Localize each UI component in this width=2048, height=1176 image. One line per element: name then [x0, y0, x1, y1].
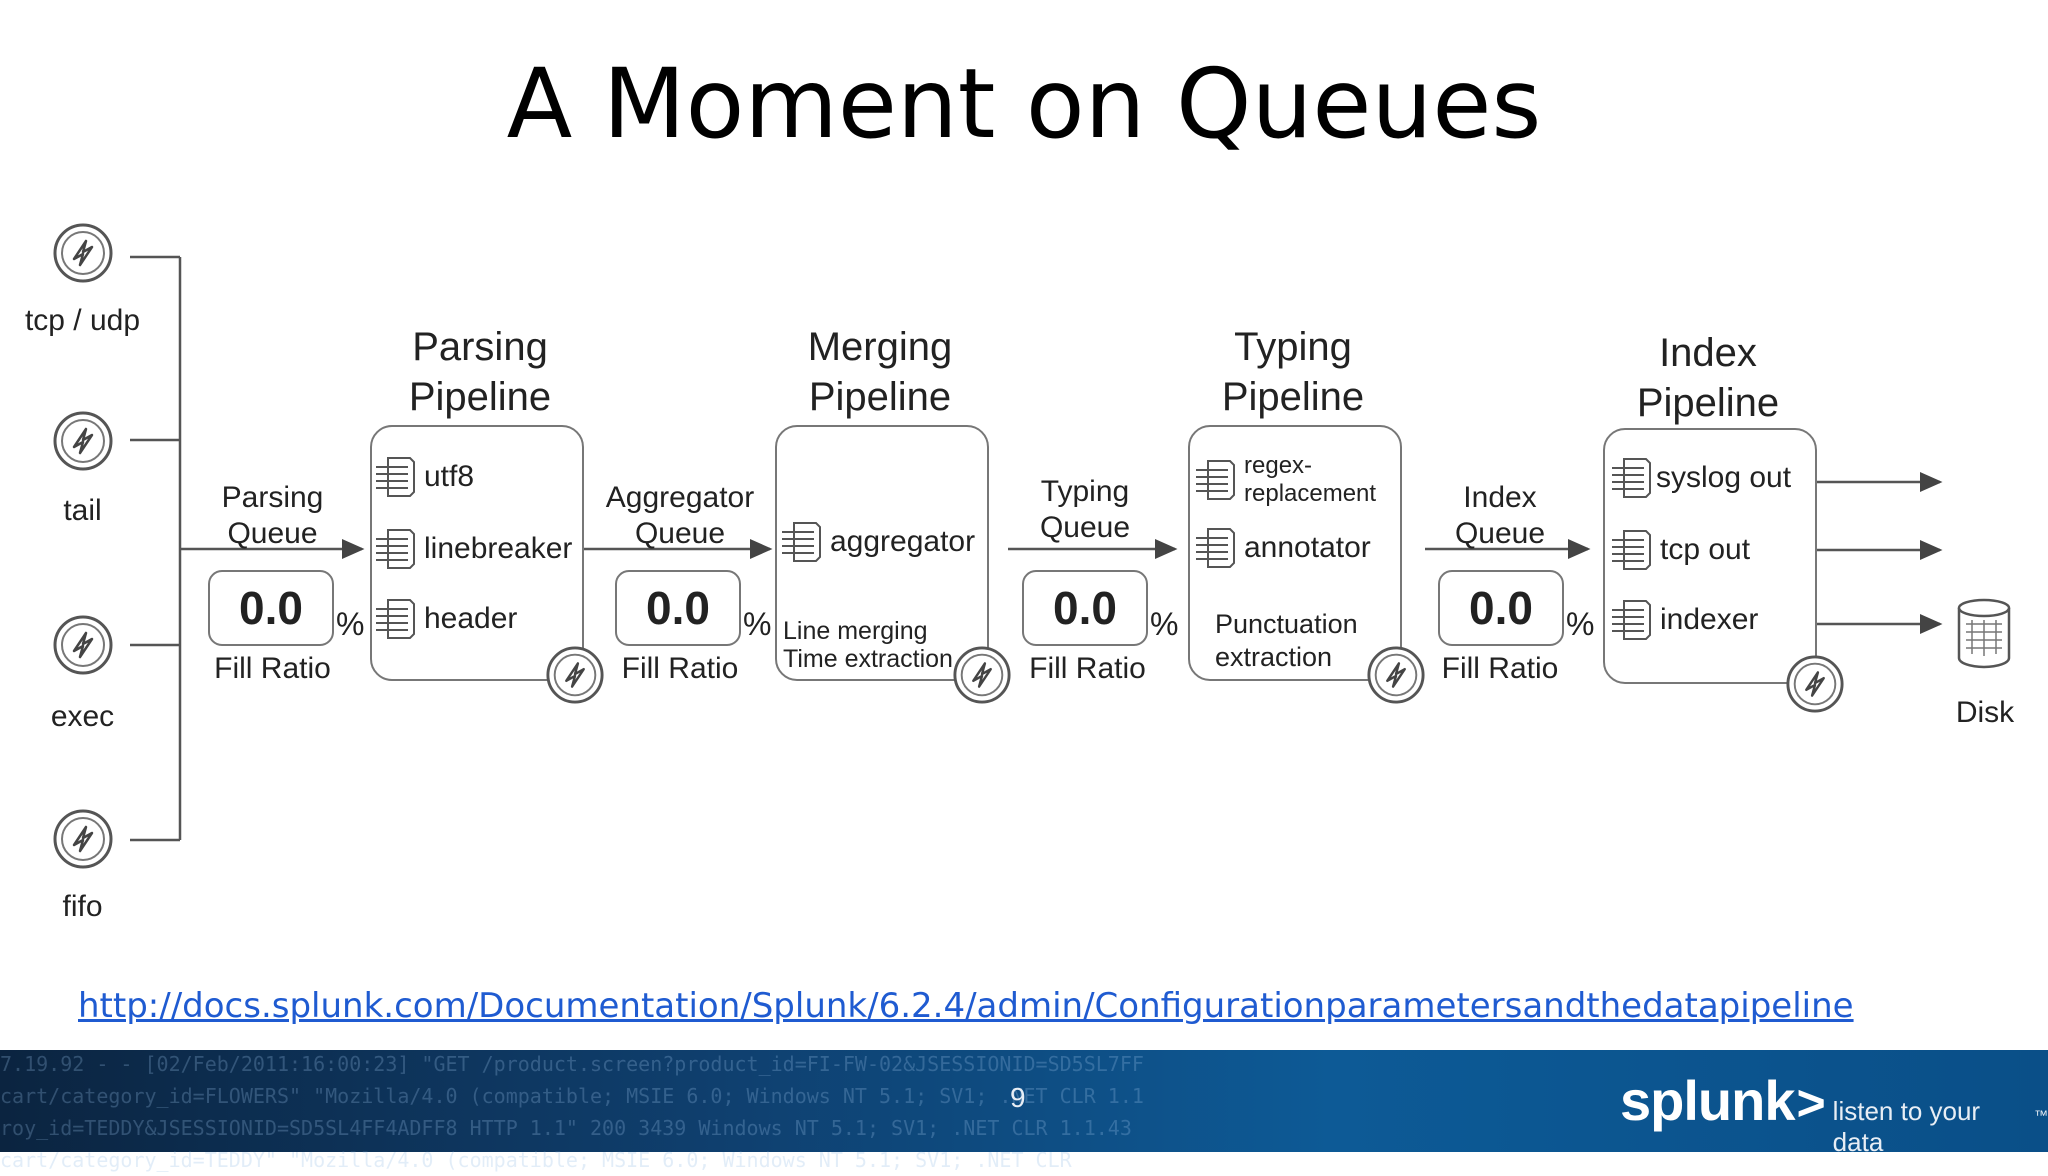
pipeline-node-icon	[545, 645, 605, 705]
pipeline-node-icon	[1785, 654, 1845, 714]
processor-icon	[376, 599, 415, 639]
processor-annotator: annotator	[1194, 526, 1371, 570]
splunk-logo: splunk > listen to your data ™	[1620, 1068, 2048, 1158]
input-label-exec: exec	[50, 700, 115, 733]
processor-icon	[1612, 530, 1651, 570]
processor-icon	[1196, 460, 1235, 500]
input-node-icon	[52, 808, 114, 870]
processor-icon	[376, 529, 415, 569]
processor-regex-replacement: regex- replacement	[1194, 452, 1376, 508]
queue-name-typing: Typing Queue	[1039, 475, 1131, 544]
percent-sign: %	[1150, 606, 1179, 642]
processor-header: header	[374, 597, 517, 641]
pipeline-title-index: Index Pipeline	[1636, 331, 1780, 425]
fill-ratio-gauge-parsing: 0.0	[208, 570, 334, 646]
processor-icon	[376, 457, 415, 497]
brand-tagline: listen to your data	[1832, 1096, 1981, 1157]
brand-wordmark: splunk	[1620, 1069, 1795, 1132]
pipeline-note-merging: Line merging Time extraction	[783, 617, 953, 673]
pipeline-title-parsing: Parsing Pipeline	[408, 325, 552, 419]
processor-icon	[782, 522, 821, 562]
processor-icon	[1196, 528, 1235, 568]
processor-utf8: utf8	[374, 455, 474, 499]
pipeline-node-icon	[1366, 645, 1426, 705]
fill-ratio-gauge-typing: 0.0	[1022, 570, 1148, 646]
footer-log-text: 7.19.92 - - [02/Feb/2011:16:00:23] "GET …	[0, 1052, 1144, 1172]
trademark: ™	[2034, 1107, 2048, 1123]
input-node-icon	[52, 222, 114, 284]
fill-ratio-label: Fill Ratio	[621, 652, 739, 685]
pipeline-title-typing: Typing Pipeline	[1221, 325, 1365, 419]
input-node-icon	[52, 614, 114, 676]
queue-name-index: Index Queue	[1454, 481, 1546, 550]
percent-sign: %	[1566, 606, 1595, 642]
fill-ratio-label: Fill Ratio	[214, 652, 331, 685]
processor-icon	[1612, 458, 1651, 498]
queue-name-parsing: Parsing Queue	[221, 481, 324, 550]
processor-icon	[1612, 600, 1651, 640]
processor-aggregator: aggregator	[780, 520, 975, 564]
pipeline-note-typing: Punctuation extraction	[1215, 609, 1358, 672]
processor-syslog-out: syslog out	[1610, 456, 1791, 500]
fill-ratio-label: Fill Ratio	[1029, 652, 1146, 685]
fill-ratio-gauge-aggregator: 0.0	[615, 570, 741, 646]
percent-sign: %	[336, 606, 365, 642]
disk-icon	[1956, 598, 2012, 670]
processor-tcp-out: tcp out	[1610, 528, 1750, 572]
fill-ratio-label: Fill Ratio	[1441, 652, 1559, 685]
documentation-link[interactable]: http://docs.splunk.com/Documentation/Spl…	[78, 986, 1854, 1026]
processor-indexer: indexer	[1610, 598, 1758, 642]
percent-sign: %	[743, 606, 772, 642]
slide-title: A Moment on Queues	[506, 48, 1542, 160]
input-label-tail: tail	[63, 494, 102, 527]
pipeline-title-merging: Merging Pipeline	[807, 325, 953, 419]
disk-label: Disk	[1955, 696, 2015, 729]
brand-chevron-icon: >	[1796, 1075, 1825, 1131]
fill-ratio-gauge-index: 0.0	[1438, 570, 1564, 646]
input-node-icon	[52, 410, 114, 472]
processor-linebreaker: linebreaker	[374, 527, 572, 571]
input-label-tcp-udp: tcp / udp	[24, 304, 141, 337]
footer-banner: 7.19.92 - - [02/Feb/2011:16:00:23] "GET …	[0, 1050, 2048, 1172]
queue-name-aggregator: Aggregator Queue	[605, 481, 755, 550]
input-label-fifo: fifo	[62, 890, 103, 923]
page-number: 9	[1010, 1082, 1026, 1113]
pipeline-node-icon	[952, 645, 1012, 705]
pipeline-connectors	[130, 255, 1943, 842]
